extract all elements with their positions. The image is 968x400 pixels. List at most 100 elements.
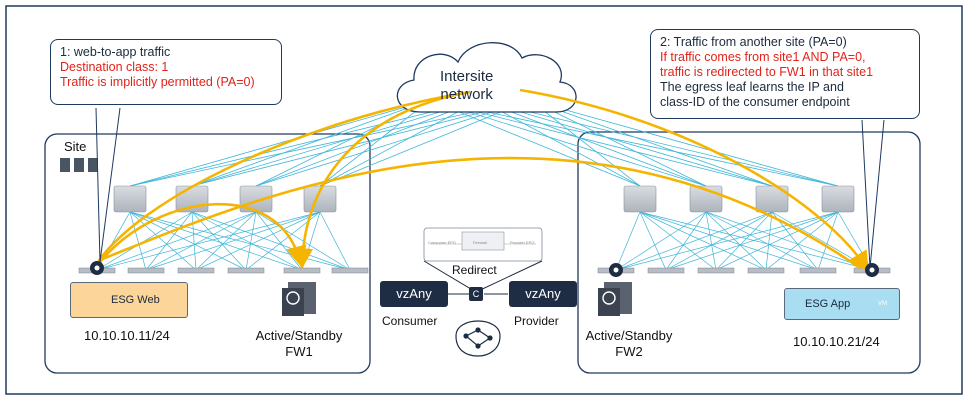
cloud-label: Intersite network (440, 68, 493, 104)
vzany-provider-box: vzAny (509, 281, 577, 307)
intersite-link (529, 99, 839, 187)
intersite-link (529, 99, 707, 187)
firewall-fw1-icon (282, 282, 316, 316)
intersite-link (429, 99, 839, 187)
intersite-link (129, 99, 531, 187)
fabric-link (255, 211, 303, 271)
fw2-label-line1: Active/Standby (585, 328, 673, 343)
fabric-link (705, 211, 873, 271)
fabric-link (615, 211, 773, 271)
fabric-link (639, 211, 667, 271)
fabric-link (129, 211, 147, 271)
fw1-label-line2: FW1 (285, 344, 313, 359)
callout-right-line4: The egress leaf learns the IP and (660, 80, 844, 94)
fabric-link (615, 211, 839, 271)
fabric-link (96, 211, 321, 271)
flow-web-to-fw1 (99, 202, 307, 268)
callout-right-line3: traffic is redirected to FW1 in that sit… (660, 65, 874, 79)
fabric-link (96, 211, 257, 271)
intersite-link (319, 99, 531, 187)
intersite-link (529, 99, 641, 187)
flow-web-to-cloud (96, 90, 471, 263)
fabric-link (129, 211, 197, 271)
spine-switches (113, 185, 855, 213)
fabric-link (145, 211, 193, 271)
fw2-label-line2: FW2 (615, 344, 643, 359)
intersite-network-cloud (396, 42, 577, 113)
callout-left-line2: Destination class: 1 (60, 60, 169, 74)
intersite-link (479, 99, 773, 187)
esg-web-box: ESG Web (70, 282, 188, 318)
callout-left-pointer (95, 107, 121, 263)
fabric-link (665, 211, 839, 271)
apic-controller-icon (60, 158, 98, 172)
gear-icon (609, 263, 623, 277)
fw2-label: Active/Standby FW2 (574, 328, 684, 360)
leaf-switch (799, 267, 837, 274)
analytics-icon (455, 320, 501, 357)
callout-right-line1: 2: Traffic from another site (PA=0) (660, 35, 847, 49)
callout-web-to-app: 1: web-to-app traffic Destination class:… (50, 39, 282, 105)
firewall-fw2-icon (598, 282, 632, 316)
consumer-label: Consumer (382, 314, 438, 328)
ip-app: 10.10.10.21/24 (793, 334, 880, 349)
intersite-link (191, 99, 481, 187)
intersite-link (429, 99, 641, 187)
intersite-link (479, 99, 707, 187)
fabric-link (191, 211, 197, 271)
leaf-switch (697, 267, 735, 274)
site-left-panel (44, 133, 371, 374)
fabric-link (195, 211, 257, 271)
fabric-link (245, 211, 257, 271)
leaf-switch (177, 267, 215, 274)
intersite-link (191, 99, 531, 187)
callout-right-line2: If traffic comes from site1 AND PA=0, (660, 50, 866, 64)
spine-switch (113, 185, 147, 213)
outer-frame (5, 5, 963, 395)
fabric-link (191, 211, 303, 271)
gear-icon (865, 263, 879, 277)
mini-consumer-label: Consumer EPG (428, 240, 457, 245)
provider-label: Provider (514, 314, 559, 328)
fw1-label-line1: Active/Standby (255, 328, 343, 343)
callout-right-line5: class-ID of the consumer endpoint (660, 95, 850, 109)
callout-left-line1: 1: web-to-app traffic (60, 45, 171, 59)
intersite-link (429, 99, 707, 187)
fabric-link (639, 211, 767, 271)
leaf-switch (647, 267, 685, 274)
intersite-link (255, 99, 531, 187)
fabric-link (665, 211, 707, 271)
fabric-link (705, 211, 717, 271)
leaf-switch (227, 267, 265, 274)
fabric-link (191, 211, 351, 271)
callout-left-line3: Traffic is implicitly permitted (PA=0) (60, 75, 255, 89)
fabric-links (96, 211, 873, 271)
site-right-panel (577, 131, 921, 374)
flow-cloud-to-fw1 (292, 90, 471, 270)
fabric-link (129, 211, 351, 271)
intersite-link (255, 99, 481, 187)
fabric-link (765, 211, 773, 271)
fabric-link (705, 211, 767, 271)
mini-firewall-label: Firewall (473, 240, 487, 245)
spine-switch (623, 185, 657, 213)
traffic-flows (96, 88, 869, 273)
fabric-link (145, 211, 321, 271)
intersite-link (191, 99, 431, 187)
esg-web-label: ESG Web (111, 294, 160, 306)
fabric-link (145, 211, 257, 271)
fabric-link (319, 211, 351, 271)
cloud-label-line2: network (440, 86, 493, 103)
leaf-switch (331, 267, 369, 274)
cloud-label-line1: Intersite (440, 68, 494, 85)
fabric-link (615, 211, 641, 271)
esg-app-label: ESG App (805, 298, 851, 310)
fabric-link (639, 211, 873, 271)
ip-web: 10.10.10.11/24 (84, 328, 170, 343)
spine-switch (821, 185, 855, 213)
leaf-switch (283, 267, 321, 274)
intersite-link (319, 99, 481, 187)
fabric-link (129, 211, 303, 271)
esg-app-box: ESG App VM (784, 288, 900, 320)
